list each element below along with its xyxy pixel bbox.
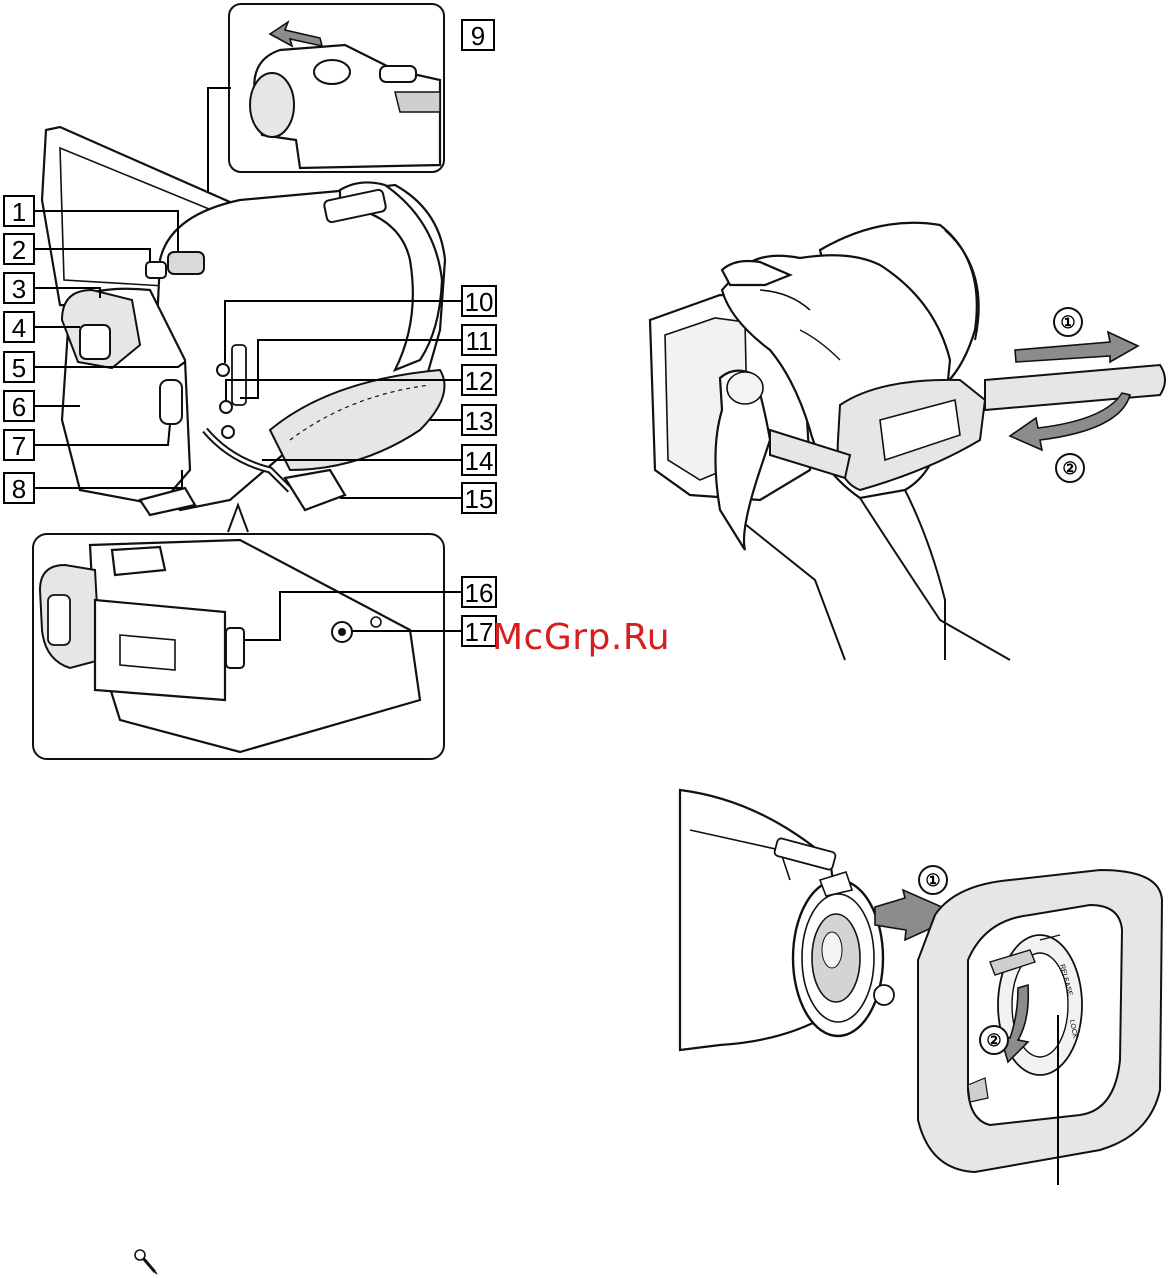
callout-1: 1 (4, 196, 34, 227)
callout-11: 11 (462, 325, 496, 356)
callout-6: 6 (4, 391, 34, 422)
svg-text:16: 16 (465, 578, 494, 608)
callout-2: 2 (4, 234, 34, 265)
callout-14: 14 (462, 445, 496, 476)
svg-text:13: 13 (465, 406, 494, 436)
svg-text:12: 12 (465, 366, 494, 396)
svg-text:8: 8 (12, 474, 26, 504)
hood-step-1-label: ① (925, 871, 940, 890)
strap-step-1-label: ① (1060, 313, 1075, 332)
callout-13: 13 (462, 405, 496, 436)
svg-text:5: 5 (12, 353, 26, 383)
svg-text:1: 1 (12, 197, 26, 227)
svg-text:2: 2 (12, 235, 26, 265)
callout-16: 16 (462, 577, 496, 608)
callout-3: 3 (4, 273, 34, 304)
callout-5: 5 (4, 352, 34, 383)
hand-strap-illustration: ① ② (650, 223, 1165, 660)
svg-text:11: 11 (466, 326, 493, 356)
svg-text:10: 10 (465, 287, 494, 317)
eyecup-inset (229, 4, 444, 172)
callout-4: 4 (4, 312, 34, 343)
callout-10: 10 (462, 286, 496, 317)
callout-7: 7 (4, 430, 34, 461)
pull-arrow-icon (1015, 332, 1138, 362)
svg-text:7: 7 (12, 431, 26, 461)
watermark: McGrp.Ru (492, 617, 670, 658)
strap-step-2-label: ② (1062, 459, 1077, 478)
callout-15: 15 (462, 483, 496, 514)
svg-text:15: 15 (465, 484, 494, 514)
callout-12: 12 (462, 365, 496, 396)
microphone-icon (135, 1250, 157, 1274)
hood-step-2-label: ② (986, 1031, 1001, 1050)
svg-text:4: 4 (12, 313, 26, 343)
svg-text:17: 17 (465, 617, 494, 647)
svg-text:3: 3 (12, 274, 26, 304)
camcorder-side-view (42, 127, 445, 515)
callout-9: 9 (462, 20, 494, 51)
svg-text:9: 9 (471, 21, 485, 51)
svg-text:6: 6 (12, 392, 26, 422)
lens-hood-illustration: RELEASE LOCK ① ② (680, 790, 1162, 1185)
callout-17: 17 (462, 616, 496, 647)
svg-text:14: 14 (465, 446, 494, 476)
callout-8: 8 (4, 473, 34, 504)
